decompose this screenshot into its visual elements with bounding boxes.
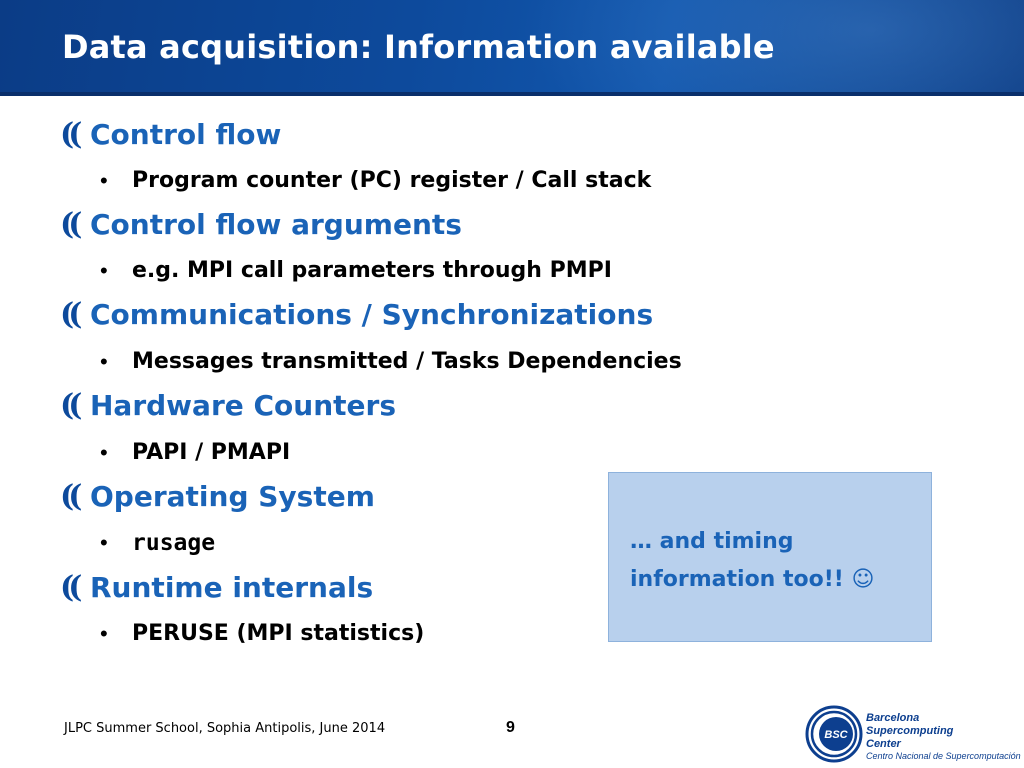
bsc-logo-icon: BSC: [805, 705, 863, 763]
bullet-control-flow: (( Control flow: [60, 118, 281, 151]
bullet-hardware-counters: (( Hardware Counters: [60, 389, 396, 422]
sub-bullet-text: PAPI / PMAPI: [132, 440, 291, 465]
sub-bullet-papi: • PAPI / PMAPI: [100, 440, 290, 465]
logo-line-4: Centro Nacional de Supercomputación: [866, 751, 1021, 761]
bsc-logo-abbr: BSC: [824, 729, 848, 741]
sub-bullet-rusage: • rusage: [100, 530, 215, 556]
sub-bullet-mpi-call-parameters: • e.g. MPI call parameters through PMPI: [100, 258, 612, 283]
sub-bullet-text: e.g. MPI call parameters through PMPI: [132, 258, 612, 283]
double-paren-bullet-icon: ((: [60, 478, 82, 514]
sub-bullet-text: PERUSE (MPI statistics): [132, 621, 425, 646]
sub-bullet-program-counter: • Program counter (PC) register / Call s…: [100, 168, 651, 193]
dot-bullet-icon: •: [100, 167, 108, 193]
title-bar-stripe: [0, 92, 1024, 96]
bullet-control-flow-arguments: (( Control flow arguments: [60, 208, 462, 241]
double-paren-bullet-icon: ((: [60, 569, 82, 605]
sub-bullet-text: rusage: [132, 530, 216, 556]
title-bar: Data acquisition: Information available: [0, 0, 1024, 96]
dot-bullet-icon: •: [100, 439, 108, 465]
dot-bullet-icon: •: [100, 530, 108, 555]
logo-line-3: Center: [866, 738, 901, 750]
dot-bullet-icon: •: [100, 348, 108, 374]
callout-line-2: information too!! ☺: [630, 567, 875, 592]
sub-bullet-text: Messages transmitted / Tasks Dependencie…: [132, 349, 682, 374]
footer-text: JLPC Summer School, Sophia Antipolis, Ju…: [64, 721, 386, 736]
bullet-communications: (( Communications / Synchronizations: [60, 298, 653, 331]
bullet-runtime-internals: (( Runtime internals: [60, 571, 373, 604]
double-paren-bullet-icon: ((: [60, 206, 82, 242]
double-paren-bullet-icon: ((: [60, 387, 82, 423]
sub-bullet-text: Program counter (PC) register / Call sta…: [132, 168, 652, 193]
dot-bullet-icon: •: [100, 257, 108, 283]
double-paren-bullet-icon: ((: [60, 116, 82, 152]
bullet-heading: Operating System: [90, 480, 375, 513]
logo-line-1: Barcelona: [866, 712, 920, 724]
sub-bullet-messages: • Messages transmitted / Tasks Dependenc…: [100, 349, 682, 374]
bullet-heading: Communications / Synchronizations: [90, 298, 654, 331]
bullet-heading: Hardware Counters: [90, 389, 396, 422]
bullet-heading: Runtime internals: [90, 571, 374, 604]
callout-text: … and timing information too!! ☺: [630, 523, 920, 599]
timing-callout-box: … and timing information too!! ☺: [608, 472, 932, 642]
bullet-heading: Control flow arguments: [90, 208, 462, 241]
sub-bullet-peruse: • PERUSE (MPI statistics): [100, 621, 424, 646]
dot-bullet-icon: •: [100, 620, 108, 646]
double-paren-bullet-icon: ((: [60, 296, 82, 332]
callout-line-1: … and timing: [630, 529, 794, 554]
slide-title: Data acquisition: Information available: [62, 28, 775, 66]
logo-line-2: Supercomputing: [866, 725, 954, 737]
bullet-heading: Control flow: [90, 118, 282, 151]
bsc-logo: BSC Barcelona Supercomputing Center Cent…: [804, 704, 1024, 768]
page-number: 9: [506, 719, 515, 736]
bullet-operating-system: (( Operating System: [60, 480, 375, 513]
